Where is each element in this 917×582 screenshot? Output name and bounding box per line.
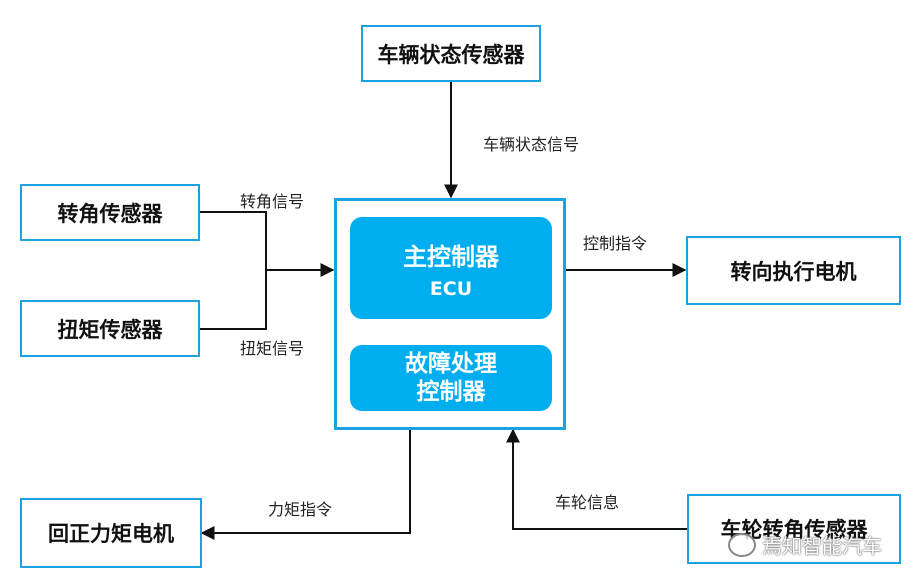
main-controller-block: 主控制器 ECU xyxy=(350,217,552,319)
arrow-torque-command xyxy=(200,428,411,540)
arrow-wheel-info xyxy=(506,428,688,530)
steering-motor-box: 转向执行电机 xyxy=(686,236,901,305)
vehicle-state-sensor-box: 车辆状态传感器 xyxy=(361,25,541,82)
controller-frame: 主控制器 ECU 故障处理 控制器 xyxy=(334,198,566,430)
torque-sensor-box: 扭矩传感器 xyxy=(20,300,200,357)
wechat-icon xyxy=(728,532,756,557)
torque-command-label: 力矩指令 xyxy=(268,500,333,519)
line-angle-sensor xyxy=(200,211,267,330)
steering-angle-sensor-box: 转角传感器 xyxy=(20,184,200,241)
fault-controller-label-2: 控制器 xyxy=(416,379,486,405)
main-controller-sublabel: ECU xyxy=(429,277,473,300)
main-controller-label: 主控制器 xyxy=(403,242,499,271)
angle-signal-label: 转角信号 xyxy=(240,192,305,211)
return-torque-motor-box: 回正力矩电机 xyxy=(20,498,202,568)
control-command-label: 控制指令 xyxy=(583,234,648,253)
torque-signal-label: 扭矩信号 xyxy=(240,339,305,358)
fault-controller-block: 故障处理 控制器 xyxy=(350,345,552,411)
wheel-angle-sensor-box: 车轮转角传感器 xyxy=(687,494,901,564)
vehicle-state-signal-label: 车辆状态信号 xyxy=(483,135,580,154)
wheel-info-label: 车轮信息 xyxy=(555,493,620,512)
watermark-text: 焉知智能汽车 xyxy=(762,534,882,558)
fault-controller-label-1: 故障处理 xyxy=(405,351,497,377)
watermark: 焉知智能汽车 xyxy=(728,530,882,559)
